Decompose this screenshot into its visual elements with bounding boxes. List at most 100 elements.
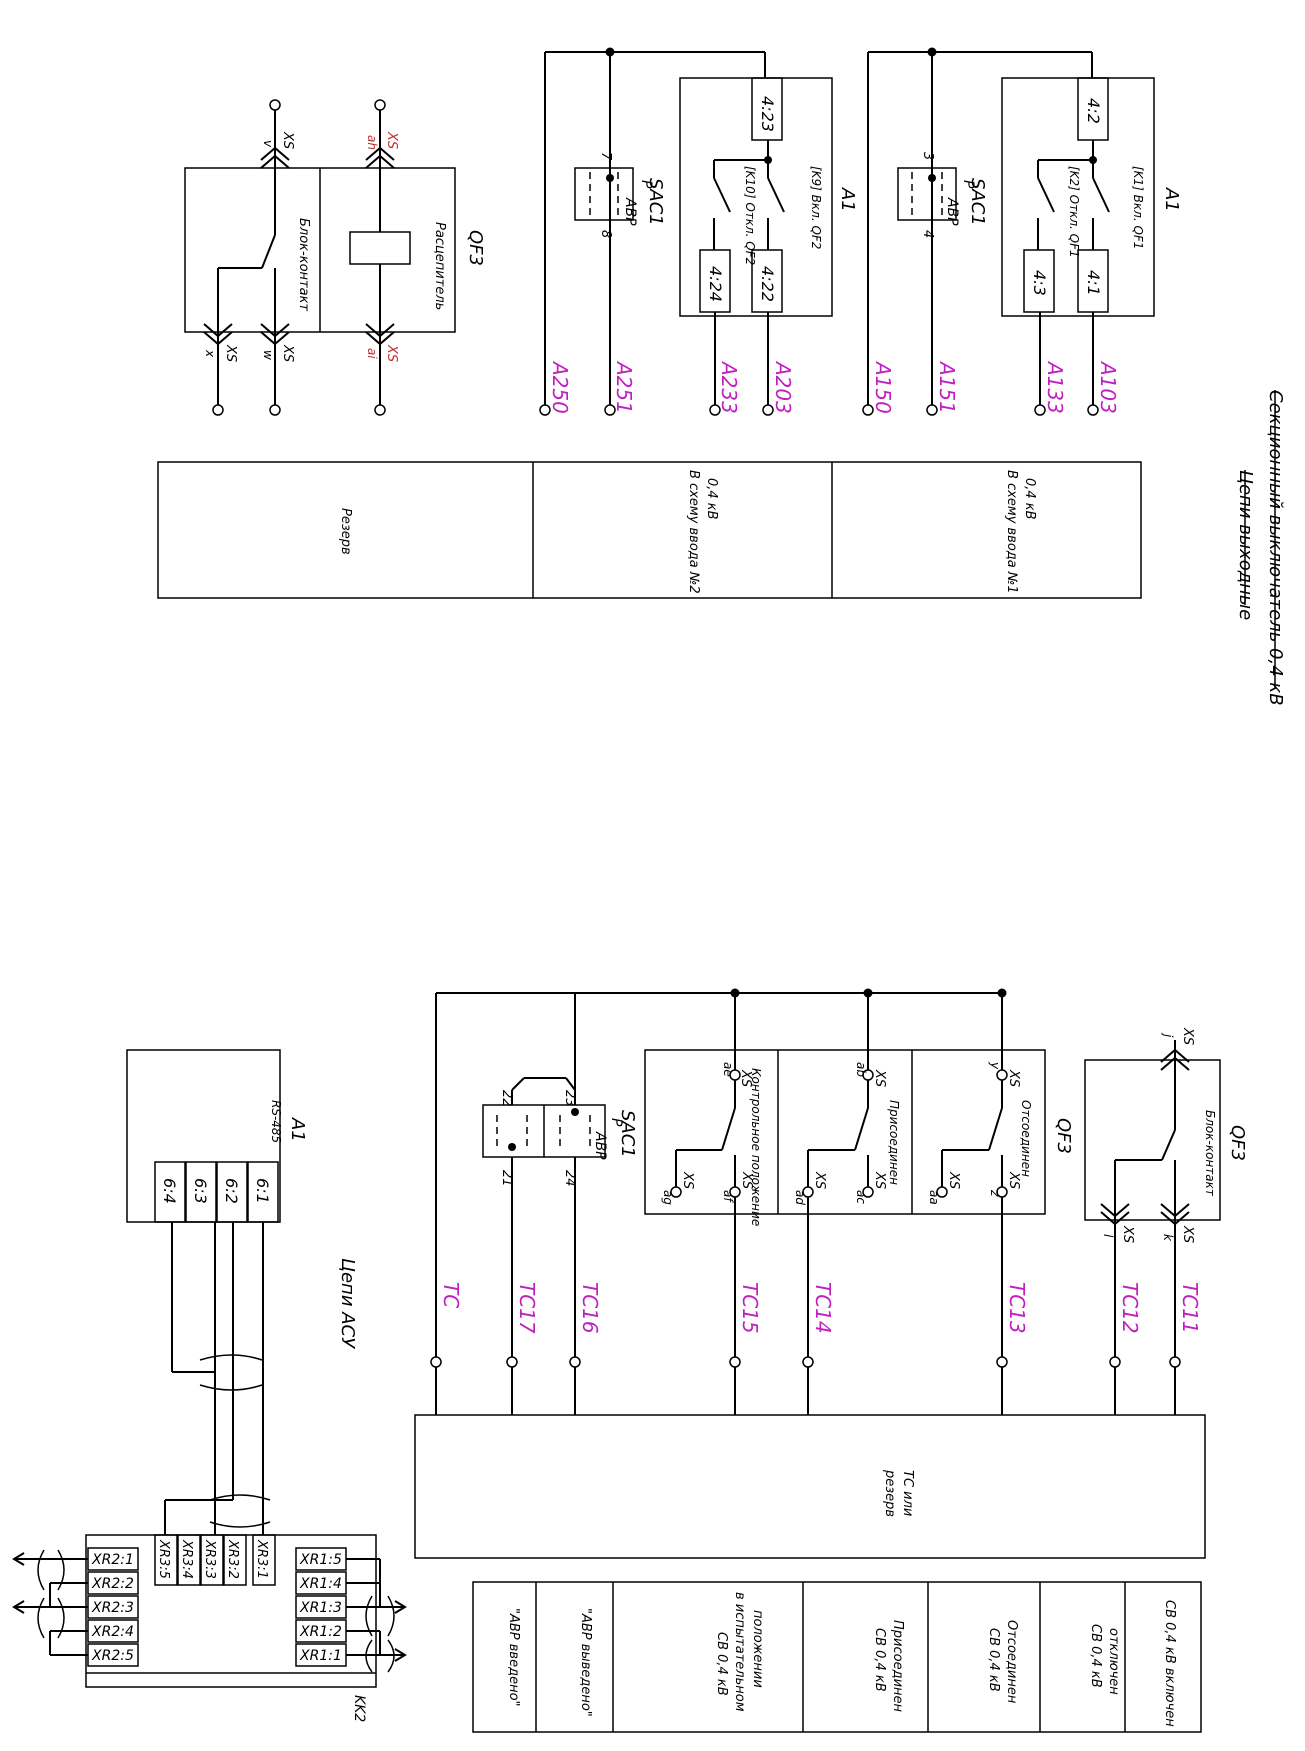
sac1-lower: 22 21 23 24 Р АВР SAC1: [482, 1050, 638, 1358]
svg-text:XS: XS: [280, 131, 295, 149]
svg-text:АВР: АВР: [622, 197, 638, 226]
svg-text:8: 8: [598, 230, 613, 238]
svg-text:XR3:5: XR3:5: [156, 1539, 171, 1579]
a1-b-label: A1: [1161, 187, 1182, 212]
svg-text:Блок-контакт: Блок-контакт: [296, 218, 311, 311]
svg-text:7: 7: [598, 152, 613, 161]
svg-text:АВР: АВР: [944, 197, 960, 226]
svg-text:XS: XS: [739, 1171, 754, 1189]
svg-text:23: 23: [562, 1090, 577, 1107]
svg-text:6:4: 6:4: [160, 1178, 179, 1204]
svg-text:TC14: TC14: [811, 1282, 835, 1334]
sac1-b-label: SAC1: [967, 178, 988, 226]
svg-text:XR1:4: XR1:4: [299, 1576, 342, 1592]
svg-text:6:3: 6:3: [191, 1178, 210, 1204]
upper-wire-labels: A250 A251 A233 A203 A150 A151 A133 A103: [539, 360, 1120, 416]
svg-text:Р: Р: [638, 180, 654, 189]
lower-table-cell-0: "АВР введено": [506, 1608, 521, 1707]
svg-text:A203: A203: [771, 360, 795, 414]
svg-text:Присоединен: Присоединен: [887, 1100, 901, 1185]
svg-text:TC12: TC12: [1118, 1282, 1142, 1334]
svg-text:XS: XS: [812, 1171, 827, 1189]
svg-text:A251: A251: [612, 360, 636, 414]
circuits-asu-label: Цепи АСУ: [337, 1258, 358, 1349]
svg-text:v: v: [261, 140, 275, 148]
reserve-box: ТС илирезерв: [414, 1414, 1206, 1559]
svg-text:Р: Р: [608, 1118, 624, 1127]
svg-text:XS: XS: [738, 1069, 753, 1087]
svg-text:ac: ac: [854, 1190, 868, 1204]
svg-text:6:1: 6:1: [253, 1178, 272, 1204]
svg-text:XR2:3: XR2:3: [91, 1600, 134, 1616]
svg-text:ae: ae: [721, 1062, 735, 1077]
svg-text:TC13: TC13: [1005, 1282, 1029, 1334]
svg-text:A233: A233: [717, 360, 741, 414]
svg-text:w: w: [261, 350, 275, 360]
reserve-label: ТС илирезерв: [882, 1469, 915, 1517]
trip-coil: [349, 231, 411, 265]
qf3-block-frame: [1084, 1059, 1221, 1221]
svg-text:TC15: TC15: [738, 1282, 762, 1334]
svg-text:Р: Р: [960, 180, 976, 189]
svg-text:XS: XS: [872, 1069, 887, 1087]
qf3-block-contact-lower: QF3 Блок-контакт XS j XS l XS k: [1084, 1027, 1248, 1358]
lower-wire-labels: TC TC17 TC16 TC15 TC14 TC13 TC12 TC11: [430, 1282, 1202, 1415]
svg-text:A250: A250: [548, 360, 572, 414]
svg-text:XR3:3: XR3:3: [202, 1539, 217, 1579]
lower-table-frame: [472, 1581, 1202, 1733]
svg-text:4:3: 4:3: [1030, 270, 1049, 296]
svg-text:TC11: TC11: [1178, 1282, 1202, 1334]
svg-text:XS: XS: [1120, 1225, 1135, 1243]
svg-text:[K9] Вкл. QF2: [K9] Вкл. QF2: [809, 166, 823, 249]
svg-text:[K1] Вкл. QF1: [K1] Вкл. QF1: [1131, 166, 1145, 249]
svg-text:XR1:3: XR1:3: [299, 1600, 342, 1616]
svg-text:XR1:2: XR1:2: [299, 1624, 342, 1640]
svg-text:4:24: 4:24: [706, 266, 725, 302]
svg-text:3: 3: [920, 152, 935, 160]
svg-text:XS: XS: [946, 1171, 961, 1189]
svg-text:aa: aa: [927, 1190, 941, 1205]
svg-text:ad: ad: [793, 1190, 807, 1205]
qf3-lower-label: QF3: [1053, 1118, 1074, 1154]
svg-text:XR1:5: XR1:5: [299, 1552, 342, 1568]
svg-text:[K10] Откл. QF2: [K10] Откл. QF2: [743, 166, 757, 265]
svg-text:k: k: [1161, 1234, 1175, 1242]
svg-text:l: l: [1101, 1234, 1115, 1238]
svg-text:af: af: [721, 1190, 735, 1203]
svg-text:z: z: [988, 1189, 1002, 1197]
svg-text:XR2:1: XR2:1: [91, 1552, 134, 1568]
sac1-lower-label: SAC1: [617, 1110, 638, 1158]
svg-text:Блок-контакт: Блок-контакт: [1203, 1110, 1217, 1197]
svg-text:4:23: 4:23: [758, 96, 777, 132]
connector-kk2: KK2 XR2:1 XR2:2 XR2:3 XR2:4 XR2:5 XR3:5 …: [12, 1534, 407, 1722]
svg-text:XR2:2: XR2:2: [91, 1576, 134, 1592]
svg-text:XS: XS: [1180, 1225, 1195, 1243]
svg-text:24: 24: [562, 1170, 577, 1187]
qf3-upper-label: QF3: [465, 230, 486, 266]
svg-text:XR3:1: XR3:1: [254, 1539, 269, 1579]
svg-text:22: 22: [499, 1090, 514, 1107]
upper-table-frame: [157, 461, 1142, 599]
a1-a-label: A1: [837, 187, 858, 212]
lower-bus: [435, 988, 1007, 1358]
svg-text:XR1:1: XR1:1: [299, 1648, 342, 1664]
svg-text:A151: A151: [935, 360, 959, 414]
reserve-frame: [414, 1414, 1206, 1559]
sac1-switch-b: [897, 167, 957, 221]
svg-text:QF3: QF3: [1227, 1125, 1248, 1161]
svg-text:[K2] Откл. QF1: [K2] Откл. QF1: [1067, 166, 1081, 258]
upper-group-qf2: Р АВР SAC1 7 8 4:23 4:24 4:22 [K9] Вкл. …: [544, 47, 858, 410]
svg-text:ag: ag: [661, 1190, 675, 1205]
svg-text:XS: XS: [1006, 1171, 1021, 1189]
svg-text:6:2: 6:2: [222, 1178, 241, 1204]
svg-text:A1: A1: [287, 1117, 308, 1142]
svg-text:TC17: TC17: [515, 1282, 539, 1334]
svg-text:4:22: 4:22: [758, 266, 777, 302]
lower-table-cell-1: "АВР выведено": [578, 1608, 593, 1717]
junction-dot: [605, 47, 615, 57]
svg-text:4:1: 4:1: [1084, 270, 1103, 296]
svg-text:RS-485: RS-485: [269, 1100, 283, 1143]
